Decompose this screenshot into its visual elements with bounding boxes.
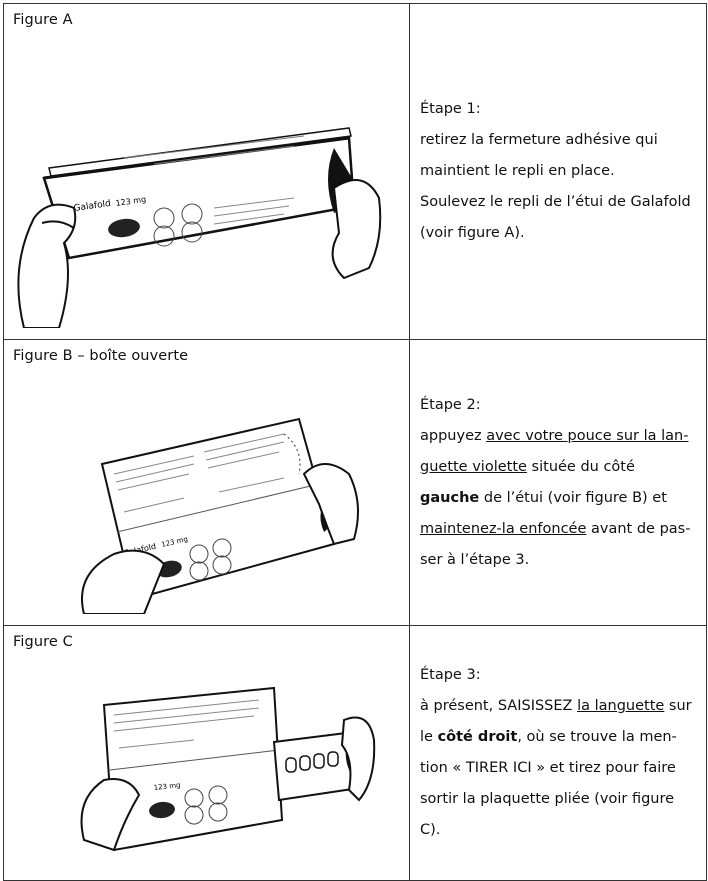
step-3-line-3: tion « TIRER ICI » et tirez pour faire (420, 760, 676, 776)
step-3-line-4: sortir la plaquette pliée (voir figure (420, 791, 675, 807)
step-2-line-3: gauche de l’étui (voir figure B) et (420, 483, 698, 514)
step-3-line-1-part-c: sur (664, 698, 692, 714)
step-1-line-1: retirez la fermeture adhésive qui (420, 132, 658, 148)
step-3-line-2: le côté droit, où se trouve la men- (420, 722, 698, 753)
step-2-line-4-underlined: maintenez-la enfoncée (420, 520, 587, 537)
step-1-line-3: Soulevez le repli de l’étui de Galafold (420, 194, 691, 210)
step-text-cell-2: Étape 2: appuyez avec votre pouce sur la… (409, 339, 707, 626)
step-3-line-5: C). (420, 822, 441, 838)
step-2-line-4-part-b: avant de pas- (586, 520, 691, 537)
step-3-line-1-underlined: la languette (577, 698, 665, 714)
step-3-line-2-part-c: , où se trouve la men- (517, 729, 677, 745)
step-2-line-1-underlined: avec votre pouce sur la lan- (486, 427, 689, 444)
step-2-line-3-part-b: de l’étui (voir figure B) et (479, 489, 667, 506)
figure-cell-b: Figure B – boîte ouverte Galafold 123 mg (3, 339, 410, 626)
step-3-title: Étape 3: (420, 667, 481, 683)
step-2-line-3-bold: gauche (420, 489, 480, 506)
step-3-line-1-part-a: à présent, SAISISSEZ (420, 698, 578, 714)
figure-caption-c: Figure C (13, 634, 73, 650)
step-row-1: Figure A Galafold 123 mg (3, 3, 707, 340)
step-1-title: Étape 1: (420, 101, 481, 117)
step-row-2: Figure B – boîte ouverte Galafold 123 mg (3, 339, 707, 626)
step-2-line-1-part-a: appuyez (420, 427, 487, 444)
instructions-table: Figure A Galafold 123 mg (3, 3, 707, 881)
figure-cell-c: Figure C 123 mg (3, 625, 410, 881)
figure-caption-a: Figure A (13, 12, 73, 28)
step-text-cell-3: Étape 3: à présent, SAISISSEZ la languet… (409, 625, 707, 881)
step-3-line-1: à présent, SAISISSEZ la languette sur (420, 691, 698, 722)
step-3-line-2-bold: côté droit (437, 729, 518, 745)
figure-b-illustration: Galafold 123 mg (81, 417, 359, 614)
step-3-line-2-part-a: le (420, 729, 438, 745)
step-2-line-2-underlined: guette violette (420, 458, 527, 475)
step-2-line-2: guette violette située du côté (420, 452, 698, 483)
step-1-line-4: (voir figure A). (420, 225, 525, 241)
figure-cell-a: Figure A Galafold 123 mg (3, 3, 410, 340)
figure-c-illustration: 123 mg (80, 686, 376, 852)
step-text-cell-1: Étape 1: retirez la fermeture adhésive q… (409, 3, 707, 340)
strength-badge-c: 123 mg (153, 781, 181, 792)
step-2-line-2-part-b: située du côté (526, 458, 635, 475)
strength-badge-a: 123 mg (115, 195, 147, 208)
step-row-3: Figure C 123 mg (3, 625, 707, 881)
step-1-line-2: maintient le repli en place. (420, 163, 615, 179)
figure-caption-b: Figure B – boîte ouverte (13, 348, 189, 364)
step-2-title: Étape 2: (420, 396, 481, 413)
step-2-line-1: appuyez avec votre pouce sur la lan- (420, 421, 698, 452)
figure-a-illustration: Galafold 123 mg (17, 127, 382, 328)
step-2-line-4: maintenez-la enfoncée avant de pas- (420, 514, 698, 545)
step-2-line-5: ser à l’étape 3. (420, 551, 530, 568)
